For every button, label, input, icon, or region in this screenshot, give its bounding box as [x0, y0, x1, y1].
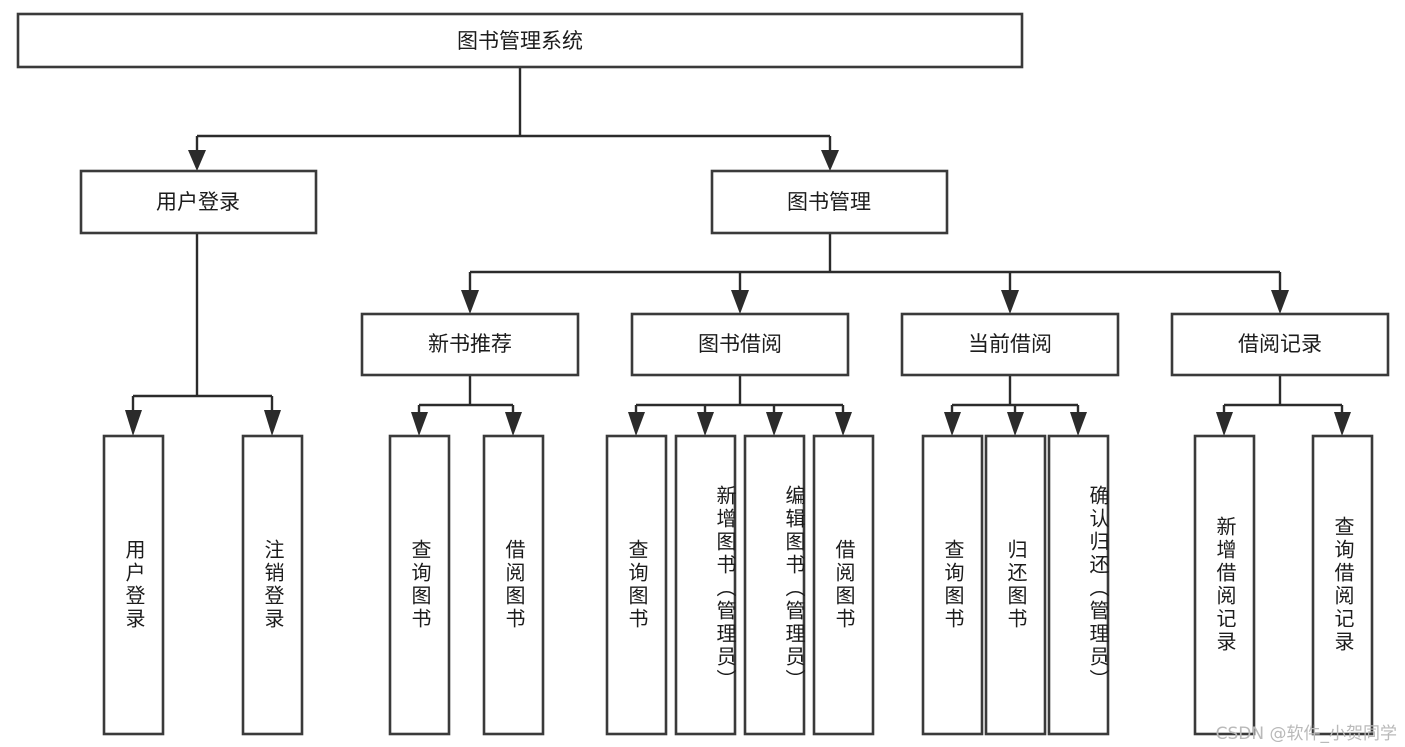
leaf-box-query-book-3[interactable] — [921, 434, 984, 736]
leaf-box-query-record[interactable] — [1311, 434, 1374, 736]
arrowhead-book-manage — [821, 150, 839, 171]
connector-layer — [125, 67, 1351, 436]
book-borrow-label: 图书借阅 — [698, 332, 782, 356]
leaf-box-layer — [102, 434, 1374, 736]
leaf-box-logout[interactable] — [241, 434, 304, 736]
arrowhead-leaf-logout — [264, 410, 281, 436]
node-current-borrow[interactable]: 当前借阅 — [900, 312, 1120, 377]
node-user-login[interactable]: 用户登录 — [79, 169, 318, 235]
book-manage-box[interactable] — [710, 169, 949, 235]
borrow-record-label: 借阅记录 — [1238, 332, 1322, 356]
arrowhead-current-borrow — [1001, 290, 1019, 314]
leaf-box-return-book[interactable] — [984, 434, 1047, 736]
leaf-box-edit-book[interactable] — [743, 434, 806, 736]
user-login-label: 用户登录 — [156, 190, 240, 214]
root-label: 图书管理系统 — [457, 29, 583, 53]
new-book-recommend-label: 新书推荐 — [428, 332, 512, 356]
arrowhead-book-borrow — [731, 290, 749, 314]
leaf-box-confirm-return[interactable] — [1047, 434, 1110, 736]
arrowhead-leaf-return-book — [1007, 412, 1024, 436]
arrowhead-leaf-borrow-book-1 — [505, 412, 522, 436]
arrowhead-borrow-record — [1271, 290, 1289, 314]
arrowhead-new-book-recommend — [461, 290, 479, 314]
arrowhead-leaf-add-record — [1216, 412, 1233, 436]
new-book-recommend-box[interactable] — [360, 312, 580, 377]
leaf-box-query-book-1[interactable] — [388, 434, 451, 736]
arrowhead-leaf-confirm-return — [1070, 412, 1087, 436]
current-borrow-box[interactable] — [900, 312, 1120, 377]
arrowhead-leaf-query-record — [1334, 412, 1351, 436]
arrowhead-leaf-user-login — [125, 410, 142, 436]
leaf-box-add-book[interactable] — [674, 434, 737, 736]
current-borrow-label: 当前借阅 — [968, 332, 1052, 356]
node-book-borrow[interactable]: 图书借阅 — [630, 312, 850, 377]
user-login-box[interactable] — [79, 169, 318, 235]
arrowhead-leaf-query-book-2 — [628, 412, 645, 436]
node-root[interactable]: 图书管理系统 — [16, 12, 1024, 69]
arrowhead-user-login — [188, 150, 206, 171]
node-book-manage[interactable]: 图书管理 — [710, 169, 949, 235]
root-box[interactable] — [16, 12, 1024, 69]
leaf-box-add-record[interactable] — [1193, 434, 1256, 736]
book-manage-label: 图书管理 — [787, 190, 871, 214]
leaf-box-user-login[interactable] — [102, 434, 165, 736]
borrow-record-box[interactable] — [1170, 312, 1390, 377]
leaf-box-borrow-book-1[interactable] — [482, 434, 545, 736]
arrowhead-leaf-query-book-1 — [411, 412, 428, 436]
node-borrow-record[interactable]: 借阅记录 — [1170, 312, 1390, 377]
leaf-box-query-book-2[interactable] — [605, 434, 668, 736]
node-new-book-recommend[interactable]: 新书推荐 — [360, 312, 580, 377]
arrowhead-leaf-add-book — [697, 412, 714, 436]
arrowhead-leaf-edit-book — [766, 412, 783, 436]
book-borrow-box[interactable] — [630, 312, 850, 377]
arrowhead-leaf-query-book-3 — [944, 412, 961, 436]
leaf-box-borrow-book-2[interactable] — [812, 434, 875, 736]
arrowhead-leaf-borrow-book-2 — [835, 412, 852, 436]
